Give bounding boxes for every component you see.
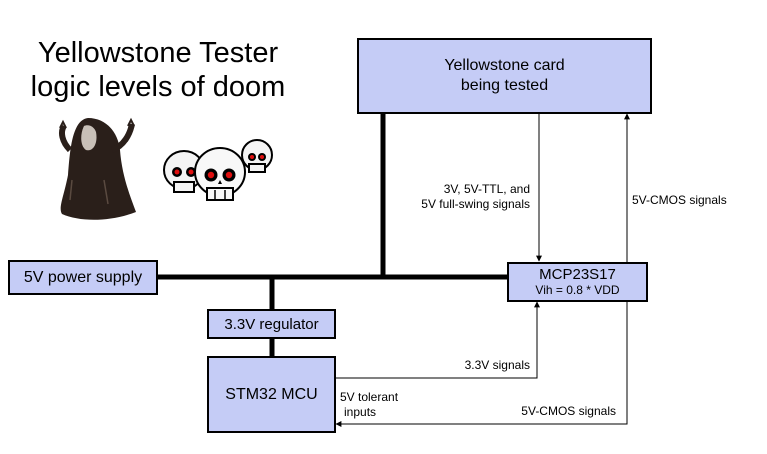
title-line-1: Yellowstone Tester [37, 37, 279, 69]
title-line-2: logic levels of doom [30, 71, 286, 103]
power-bus [156, 113, 508, 357]
mcp-label-line-1: MCP23S17 [539, 266, 616, 283]
regulator-box: 3.3V regulator [207, 309, 336, 339]
mcu-to-mcp-label: 3.3V signals [464, 358, 530, 372]
mcp-to-mcu-label: 5V-CMOS signals [521, 404, 616, 418]
yellowstone-card-box: Yellowstone card being tested [357, 38, 652, 114]
card-to-mcp-label: 3V, 5V-TTL, and 5V full-swing signals [390, 182, 530, 212]
mcp-label-line-2: Vih = 0.8 * VDD [535, 283, 620, 297]
power-supply-box: 5V power supply [8, 260, 158, 295]
card-label-line-1: Yellowstone card [444, 57, 565, 74]
mcp-to-card-label: 5V-CMOS signals [632, 193, 727, 207]
mcp-to-mcu-line [335, 301, 628, 427]
mcu-note-line-1: 5V tolerant [340, 390, 399, 404]
diagram-title: Yellowstone Tester logic levels of doom [8, 36, 308, 104]
power-supply-label: 5V power supply [23, 268, 143, 286]
mcu-box: STM32 MCU [207, 356, 336, 433]
mcu-to-mcp-line [334, 301, 540, 379]
card-to-mcp-label-line-1: 3V, 5V-TTL, and [443, 182, 530, 196]
regulator-label: 3.3V regulator [224, 315, 319, 333]
card-to-mcp-label-line-2: 5V full-swing signals [421, 197, 530, 211]
mcu-note-line-2: inputs [344, 405, 377, 419]
grim-reaper-icon [59, 117, 136, 220]
mcu-label: STM32 MCU [225, 385, 318, 403]
mcu-note-label: 5V tolerant inputs [340, 390, 398, 420]
mcp23s17-box: MCP23S17 Vih = 0.8 * VDD [507, 262, 648, 302]
card-label-line-2: being tested [460, 77, 549, 94]
skulls-icon [163, 139, 273, 201]
